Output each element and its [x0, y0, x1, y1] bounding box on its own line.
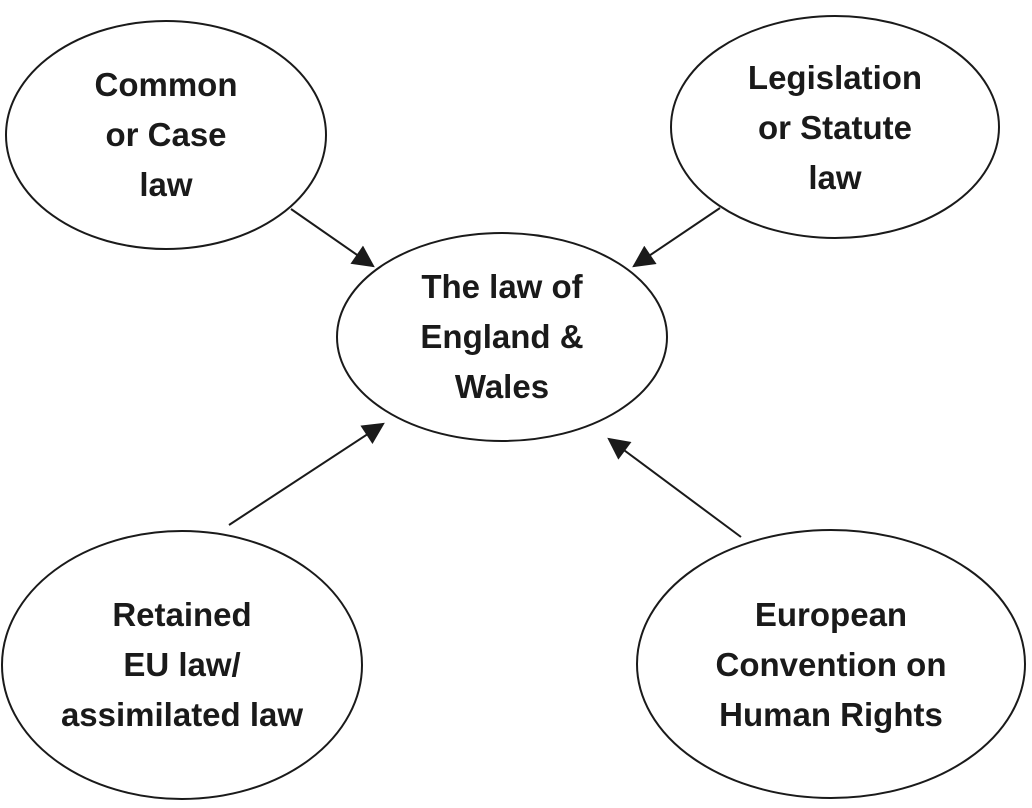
- node-echr-line-3: Human Rights: [719, 696, 943, 733]
- node-common-line-2: or Case: [105, 116, 227, 153]
- node-legislation-label: Legislation or Statute law: [670, 15, 1000, 240]
- node-common-line-1: Common: [94, 66, 238, 103]
- node-common-ellipse: [5, 20, 327, 250]
- arrow-common-to-center: [290, 208, 375, 268]
- arrow-echr-to-center: [607, 437, 742, 538]
- node-center-ellipse: [336, 232, 668, 442]
- node-retained-line-3: assimilated law: [60, 696, 304, 733]
- node-retained-line-1: Retained: [112, 596, 252, 633]
- node-echr-line-2: Convention on: [715, 646, 947, 683]
- node-common-label: Common or Case law: [6, 20, 326, 250]
- arrow-retained-to-center: [228, 422, 385, 526]
- node-echr-ellipse: [636, 529, 1026, 799]
- node-legislation-line-1: Legislation: [747, 58, 923, 96]
- node-center-label: The law of England & Wales: [337, 232, 667, 442]
- node-center-line-3: Wales: [454, 368, 550, 405]
- node-retained-line-2: EU law/: [123, 646, 241, 683]
- node-retained-label: Retained EU law/ assimilated law: [2, 530, 362, 800]
- arrow-legislation-to-center: [632, 207, 721, 268]
- node-legislation-line-2: or Statute: [757, 108, 912, 146]
- node-legislation-ellipse: [670, 15, 1000, 239]
- node-common-line-3: law: [139, 166, 193, 203]
- node-center-line-2: England &: [420, 318, 584, 355]
- node-retained-ellipse: [1, 530, 363, 800]
- node-legislation-line-3: law: [808, 158, 862, 196]
- node-echr-line-1: European: [754, 596, 908, 633]
- node-echr-label: European Convention on Human Rights: [636, 530, 1026, 800]
- node-center-line-1: The law of: [421, 268, 583, 305]
